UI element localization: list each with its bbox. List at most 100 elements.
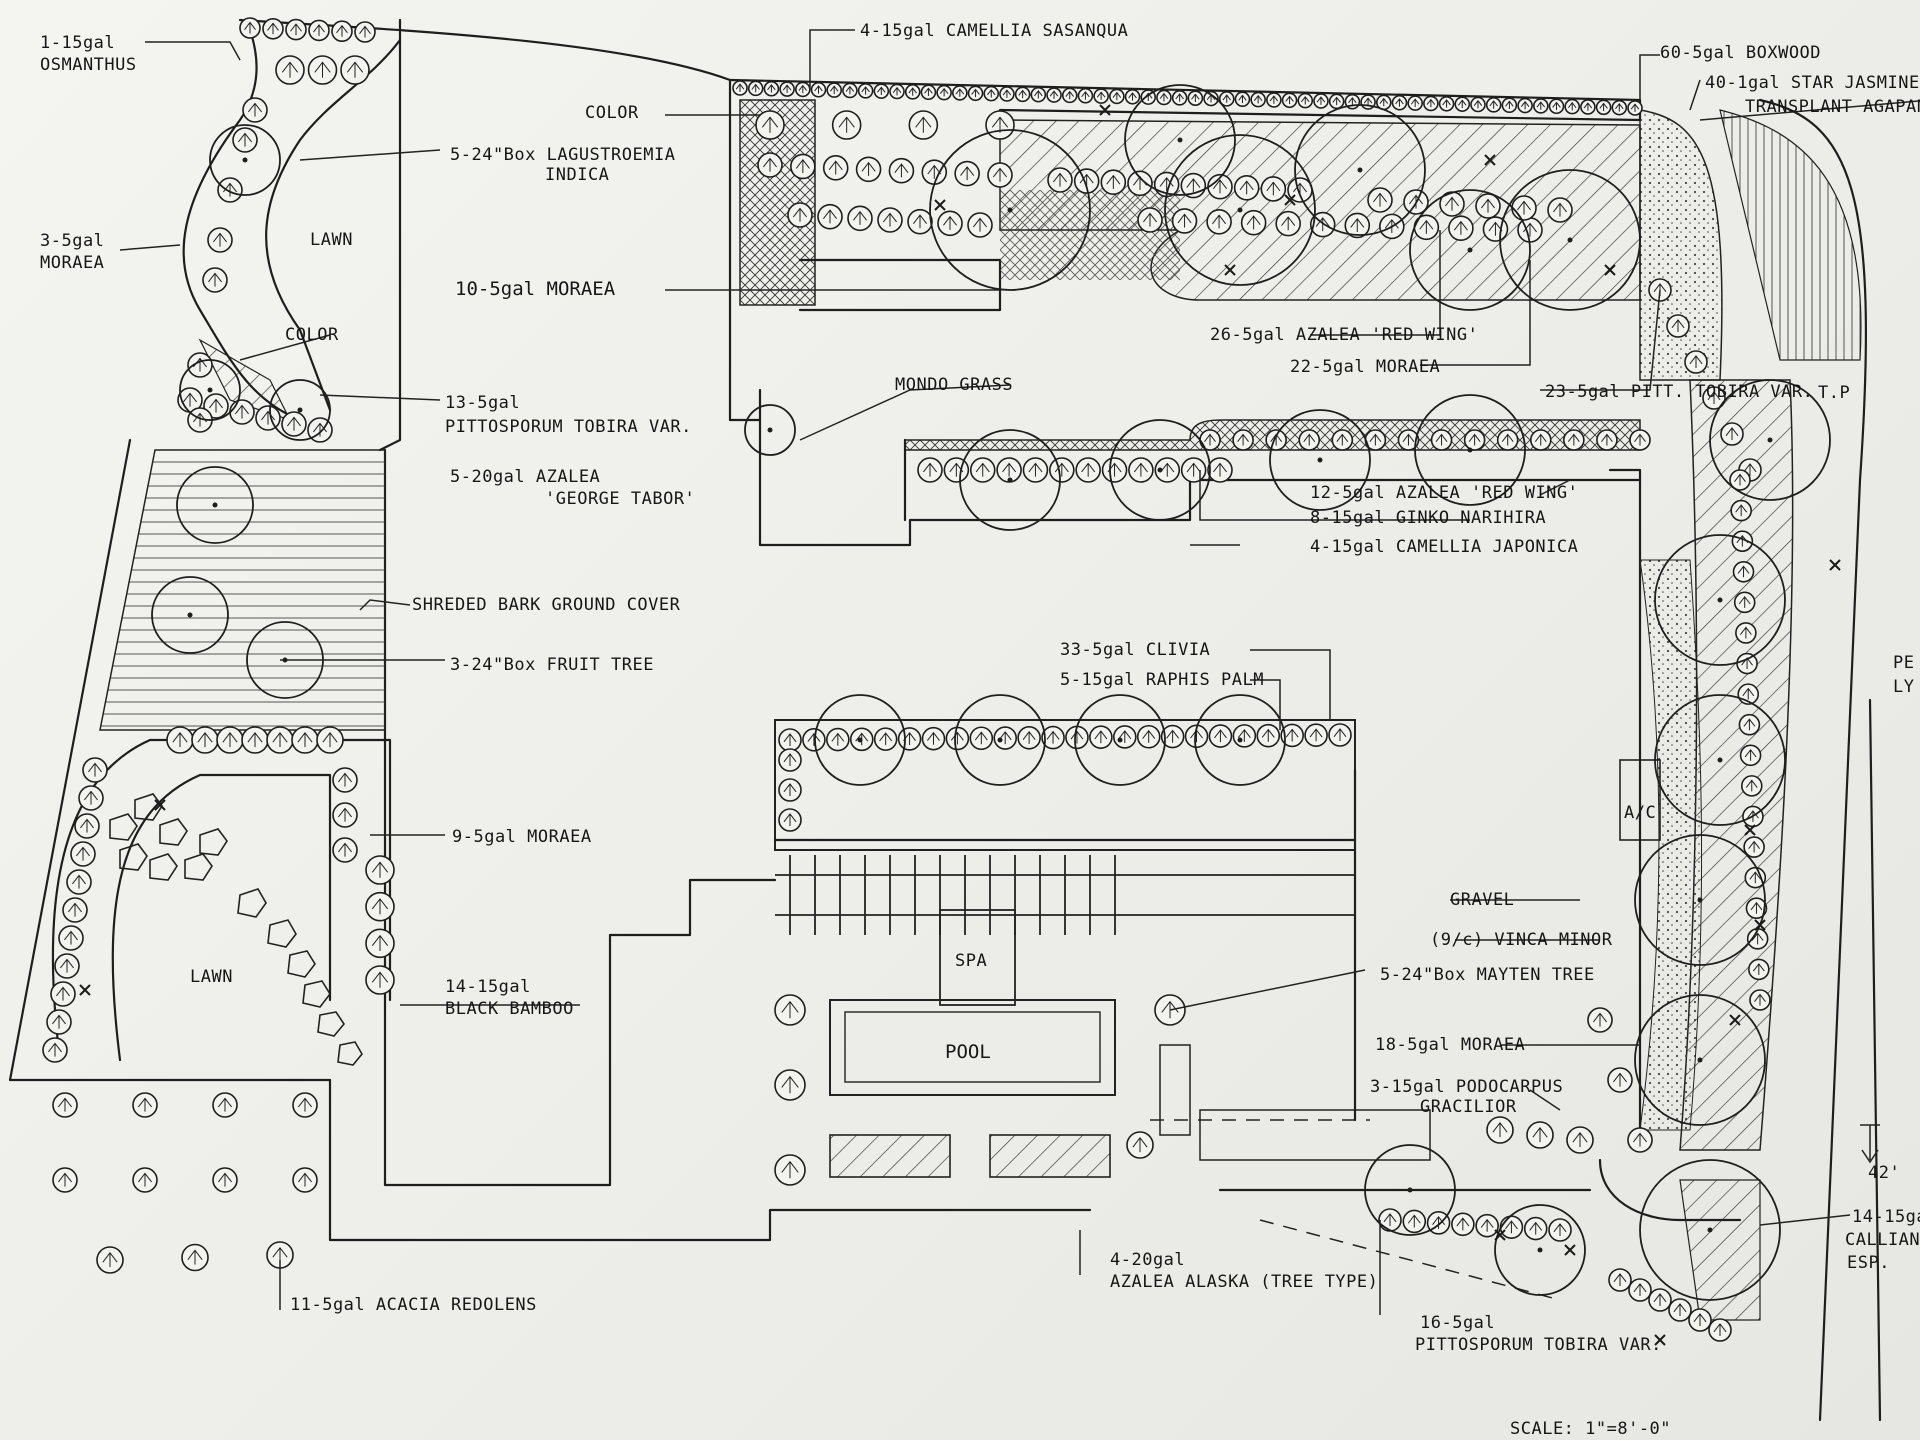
label-calliandra-qty: 14-15gal (1852, 1207, 1920, 1227)
azalea-symbol (1430, 429, 1453, 451)
clivia-symbol (802, 727, 826, 752)
pittosporum-symbol (1738, 713, 1761, 736)
tree-trunk-dot (1697, 897, 1703, 903)
pittosporum-symbol (1523, 1216, 1548, 1241)
boxwood-symbol (1454, 96, 1471, 112)
tree-canopy (814, 694, 906, 786)
shredded-bark-area (99, 449, 386, 731)
azalea-symbol (1496, 429, 1519, 451)
boxwood-symbol (1281, 92, 1298, 109)
azalea-symbol (1154, 457, 1181, 483)
pittosporum-symbol (1666, 314, 1690, 338)
label-black-bamboo-qty: 14-15gal (445, 977, 531, 997)
x-mark (1654, 1334, 1666, 1346)
label-camellia-sasanqua: 4-15gal CAMELLIA SASANQUA (860, 21, 1128, 41)
boxwood-symbol (904, 84, 921, 100)
azalea-symbol (1207, 457, 1233, 483)
boxwood-symbol (1046, 87, 1062, 103)
label-edge-ly: LY (1893, 677, 1914, 697)
boxwood-symbol (1203, 90, 1219, 107)
boxwood-symbol (1234, 91, 1251, 108)
label-calliandra-name: CALLIANDRA (1845, 1230, 1920, 1250)
boxwood-symbol (795, 81, 811, 98)
tree-canopy (1164, 134, 1316, 286)
moraea-symbol (855, 156, 882, 183)
podocarpus-symbol (1486, 1116, 1514, 1144)
pittosporum-symbol (1475, 1213, 1499, 1238)
label-pittosporum13-name: PITTOSPORUM TOBIRA VAR. (445, 417, 692, 437)
moraea-symbol (888, 157, 915, 184)
azalea-symbol (1275, 210, 1301, 237)
tree-trunk-dot (1007, 477, 1013, 483)
azalea-symbol (1180, 457, 1207, 483)
azalea-symbol (1448, 215, 1474, 241)
clivia-symbol (969, 726, 994, 751)
azalea-symbol (1397, 429, 1420, 451)
shrub-symbol (340, 55, 370, 85)
azalea-symbol (1413, 214, 1440, 241)
shrub-symbol (232, 127, 258, 153)
shrub-symbol (774, 994, 806, 1026)
clivia-symbol (1280, 723, 1304, 748)
moraea-symbol (967, 212, 993, 238)
moraea-symbol (847, 205, 873, 232)
azalea-symbol (1364, 429, 1387, 451)
tree-trunk-dot (1177, 137, 1183, 143)
tree-canopy (1294, 104, 1426, 236)
label-azalea-rw26: 26-5gal AZALEA 'RED WING' (1210, 325, 1478, 345)
tree-canopy (179, 359, 241, 421)
black-bamboo-symbol (365, 855, 395, 885)
label-color-left: COLOR (285, 325, 339, 345)
tree-canopy (1494, 1204, 1586, 1296)
house-outline (328, 18, 1642, 1301)
acacia-symbol (212, 1092, 238, 1118)
black-bamboo-symbol (365, 891, 395, 922)
boxwood-symbol (983, 85, 1000, 102)
clivia-symbol (1017, 726, 1041, 750)
acacia-symbol (212, 1167, 238, 1193)
tree-canopy (959, 429, 1061, 531)
clivia-symbol (921, 726, 946, 751)
label-shredded-bark: SHREDED BARK GROUND COVER (412, 595, 681, 615)
pittosporum-symbol (255, 405, 281, 431)
top-planting-bed (728, 78, 1862, 381)
tree-trunk-dot (1767, 437, 1773, 443)
azalea-symbol (1049, 457, 1075, 483)
osmanthus-symbol (331, 20, 353, 43)
boxwood-symbol (842, 82, 858, 99)
label-edge-pe: PE (1893, 653, 1914, 673)
shrub-symbol (1126, 1131, 1154, 1159)
pittosporum-symbol (1748, 958, 1770, 981)
pittosporum-symbol (1648, 1288, 1672, 1312)
x-mark (79, 984, 91, 996)
moraea-symbol (316, 726, 344, 754)
label-spa: SPA (955, 951, 987, 971)
tree-trunk-dot (1717, 757, 1723, 763)
azalea-symbol (1022, 457, 1049, 483)
label-osmanthus-name: OSMANTHUS (40, 55, 137, 75)
pittosporum-symbol (1745, 897, 1768, 920)
tree-trunk-dot (242, 157, 248, 163)
pittosporum-symbol (203, 393, 229, 419)
label-vinca: (9/c) VINCA MINOR (1430, 930, 1613, 950)
label-dimension-42: 42' (1868, 1163, 1900, 1183)
azalea-symbol (1073, 168, 1100, 194)
tree-canopy (1639, 1159, 1781, 1301)
tree-canopy (1074, 694, 1166, 786)
label-azalea-alaska-qty: 4-20gal (1110, 1250, 1185, 1270)
pittosporum-symbol (1684, 350, 1708, 374)
label-moraea22: 22-5gal MORAEA (1290, 357, 1440, 377)
x-mark (1494, 1229, 1506, 1241)
clivia-symbol (1208, 724, 1233, 748)
boxwood-symbol (1595, 99, 1612, 116)
podocarpus-symbol (1627, 1127, 1653, 1153)
pool-area (773, 719, 1661, 1178)
boxwood-symbol (1266, 92, 1282, 108)
osmanthus-symbol (354, 21, 376, 43)
moraea-symbol (817, 203, 843, 230)
label-pitt16-qty: 16-5gal (1420, 1313, 1495, 1333)
tree-trunk-dot (1717, 597, 1723, 603)
acacia-symbol (132, 1092, 158, 1118)
shrub-symbol (242, 97, 268, 123)
